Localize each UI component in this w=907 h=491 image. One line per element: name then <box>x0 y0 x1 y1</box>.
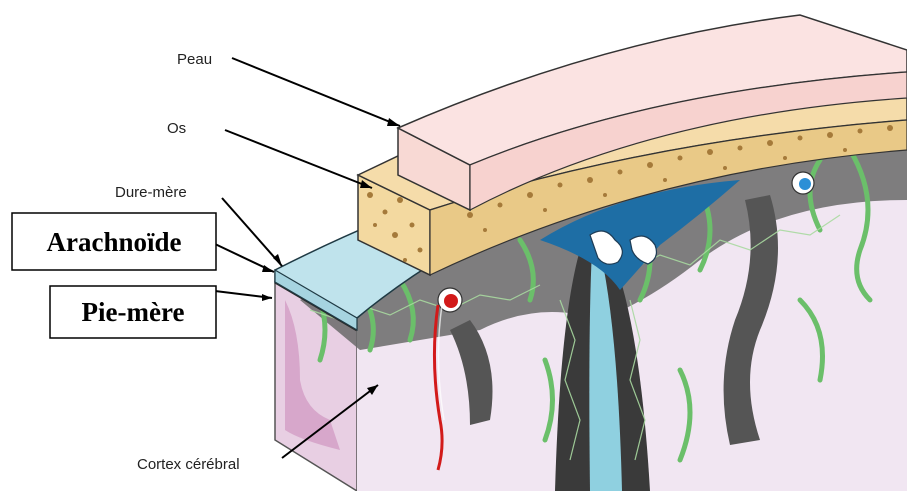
label-arachnoide: Arachnoïde <box>47 227 182 257</box>
dure-mere-arrow <box>222 198 282 266</box>
label-os: Os <box>167 120 186 137</box>
label-peau: Peau <box>177 51 212 68</box>
vein-icon <box>792 172 814 194</box>
label-pie-mere: Pie-mère <box>82 297 185 327</box>
label-dure-mere: Dure-mère <box>115 184 187 201</box>
peau-arrow <box>232 58 400 126</box>
os-arrow <box>225 130 372 188</box>
label-cortex: Cortex cérébral <box>137 456 240 473</box>
